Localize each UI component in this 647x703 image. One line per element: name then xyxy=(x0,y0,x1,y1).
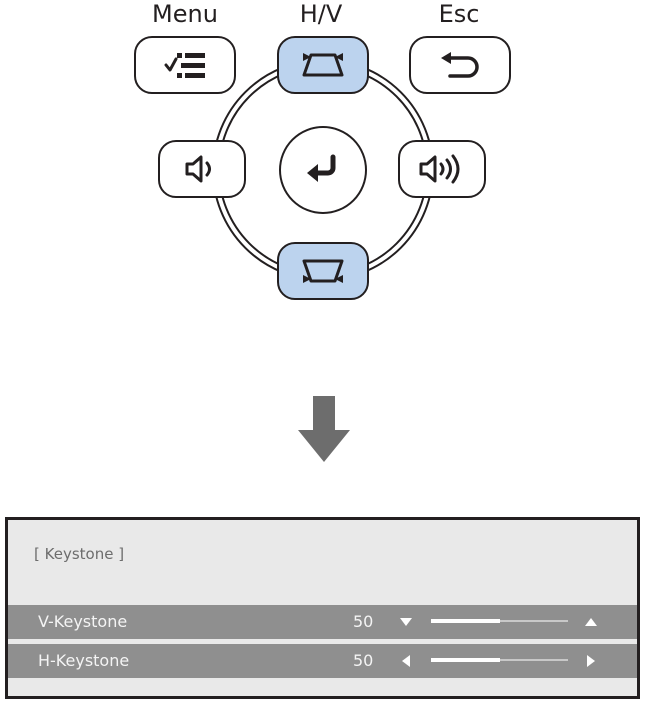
triangle-left-icon[interactable] xyxy=(399,654,413,668)
arrow-down-icon xyxy=(298,396,350,462)
volume-down-icon xyxy=(185,155,211,183)
enter-button[interactable] xyxy=(279,126,367,214)
volume-down-button[interactable] xyxy=(158,140,246,198)
v-keystone-slider[interactable] xyxy=(431,619,568,623)
volume-up-button[interactable] xyxy=(398,140,486,198)
esc-label: Esc xyxy=(438,0,480,28)
h-keystone-slider[interactable] xyxy=(431,658,568,662)
down-keystone-button[interactable] xyxy=(277,242,369,300)
menu-button[interactable] xyxy=(134,36,236,94)
hv-label: H/V xyxy=(299,0,343,28)
v-keystone-label: V-Keystone xyxy=(38,612,128,631)
h-keystone-row[interactable]: H-Keystone 50 xyxy=(8,644,637,678)
h-keystone-slider-fill xyxy=(431,658,500,662)
v-keystone-value: 50 xyxy=(353,612,374,631)
keystone-panel: [ Keystone ] V-Keystone 50 H-Keystone 50 xyxy=(5,517,640,699)
v-keystone-row[interactable]: V-Keystone 50 xyxy=(8,605,637,639)
menu-icon xyxy=(164,53,205,78)
volume-up-icon xyxy=(419,154,460,184)
esc-button[interactable] xyxy=(409,36,511,94)
enter-icon xyxy=(307,154,336,182)
keystone-up-icon xyxy=(302,53,344,77)
triangle-right-icon[interactable] xyxy=(584,654,598,668)
keystone-title: [ Keystone ] xyxy=(34,545,125,563)
v-keystone-slider-fill xyxy=(431,619,500,623)
triangle-up-icon[interactable] xyxy=(584,615,598,629)
keystone-down-icon xyxy=(302,259,344,283)
menu-label: Menu xyxy=(152,0,218,28)
up-keystone-button[interactable] xyxy=(277,36,369,94)
triangle-down-icon[interactable] xyxy=(399,615,413,629)
h-keystone-label: H-Keystone xyxy=(38,651,130,670)
h-keystone-value: 50 xyxy=(353,651,374,670)
back-arrow-icon xyxy=(441,52,479,78)
